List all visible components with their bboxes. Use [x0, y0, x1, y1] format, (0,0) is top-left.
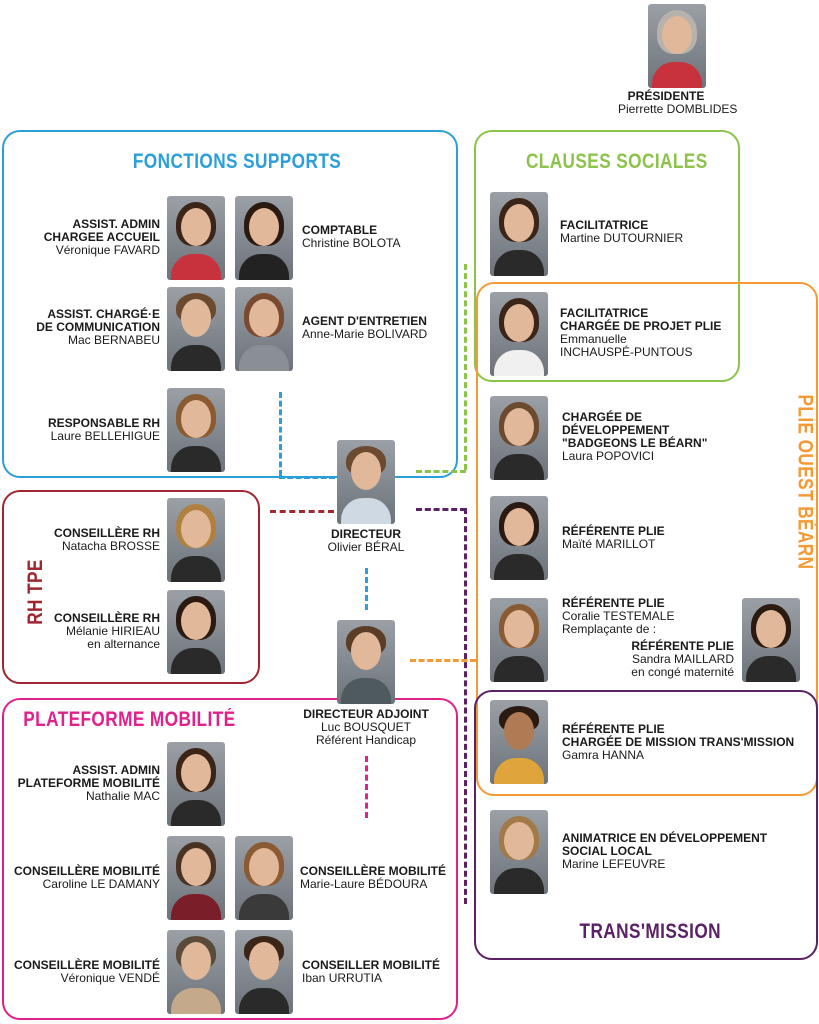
bernabeu-photo — [167, 287, 225, 371]
testemale-label: RÉFÉRENTE PLIE Coralie TESTEMALE Remplaç… — [562, 596, 675, 636]
connector-supports-h — [279, 476, 335, 479]
plateforme-mobilite-box — [2, 698, 458, 1020]
mac-label: ASSIST. ADMIN PLATEFORME MOBILITÉ Nathal… — [17, 763, 160, 803]
bolivard-label: AGENT D'ENTRETIEN Anne-Marie BOLIVARD — [302, 314, 428, 341]
connector-clauses-v — [464, 264, 467, 470]
connector-supports — [279, 392, 282, 476]
maillard-label: RÉFÉRENTE PLIE Sandra MAILLARD en congé … — [631, 639, 734, 679]
maillard-photo — [742, 598, 800, 682]
transmission-title: TRANS'MISSION — [579, 920, 721, 943]
favard-label: ASSIST. ADMIN CHARGEE ACCUEIL Véronique … — [43, 217, 160, 257]
popovici-photo — [490, 396, 548, 480]
plie-box — [476, 282, 818, 796]
bolota-photo — [235, 196, 293, 280]
president-label: PRÉSIDENTE Pierrette DOMBLIDES — [618, 89, 738, 116]
plie-title: PLIE OUEST BÉARN — [793, 394, 817, 570]
clauses-sociales-title: CLAUSES SOCIALES — [525, 150, 708, 173]
inchauspe-photo — [490, 292, 548, 376]
connector-rh — [270, 510, 334, 513]
connector-director-adjoint — [365, 568, 368, 610]
transmission-box — [474, 690, 818, 960]
ledamany-photo — [167, 836, 225, 920]
ledamany-label: CONSEILLÈRE MOBILITÉ Caroline LE DAMANY — [13, 864, 160, 891]
directeur-adjoint-photo — [337, 620, 395, 704]
connector-plie — [410, 659, 476, 662]
directeur-adjoint-label: DIRECTEUR ADJOINT Luc BOUSQUET Référent … — [303, 707, 429, 747]
favard-photo — [167, 196, 225, 280]
clauses-sociales-box — [474, 130, 740, 382]
connector-mobilite — [365, 756, 368, 818]
president-photo — [648, 4, 706, 88]
bellehigue-photo — [167, 388, 225, 472]
hirieau-label: CONSEILLÈRE RH Mélanie HIRIEAU en altern… — [53, 611, 160, 651]
urrutia-label: CONSEILLER MOBILITÉ Iban URRUTIA — [302, 958, 440, 985]
mac-photo — [167, 742, 225, 826]
dutournier-label: FACILITATRICE Martine DUTOURNIER — [560, 218, 684, 245]
vende-photo — [167, 930, 225, 1014]
bernabeu-label: ASSIST. CHARGÉ·E DE COMMUNICATION Mac BE… — [36, 307, 160, 347]
connector-clauses-h — [416, 470, 466, 473]
rh-tpe-box — [2, 490, 260, 684]
connector-transmission-h — [416, 508, 466, 511]
bellehigue-label: RESPONSABLE RH Laure BELLEHIGUE — [47, 416, 160, 443]
bolota-label: COMPTABLE Christine BOLOTA — [302, 223, 401, 250]
hirieau-photo — [167, 590, 225, 674]
urrutia-photo — [235, 930, 293, 1014]
directeur-label: DIRECTEUR Olivier BÉRAL — [327, 527, 405, 554]
lefeuvre-label: ANIMATRICE EN DÉVELOPPEMENT SOCIAL LOCAL… — [562, 831, 768, 871]
lefeuvre-photo — [490, 810, 548, 894]
fonctions-supports-box — [2, 130, 458, 478]
marillot-photo — [490, 496, 548, 580]
hanna-photo — [490, 700, 548, 784]
popovici-label: CHARGÉE DE DÉVELOPPEMENT "BADGEONS LE BÉ… — [562, 410, 708, 463]
bolivard-photo — [235, 287, 293, 371]
hanna-label: RÉFÉRENTE PLIE CHARGÉE DE MISSION TRANS'… — [562, 722, 795, 762]
directeur-photo — [337, 440, 395, 524]
plateforme-mobilite-title: PLATEFORME MOBILITÉ — [23, 708, 236, 731]
testemale-photo — [490, 598, 548, 682]
brosse-label: CONSEILLÈRE RH Natacha BROSSE — [53, 526, 160, 553]
bedoura-label: CONSEILLÈRE MOBILITÉ Marie-Laure BÉDOURA — [300, 864, 447, 891]
fonctions-supports-title: FONCTIONS SUPPORTS — [132, 150, 342, 173]
brosse-photo — [167, 498, 225, 582]
inchauspe-label: FACILITATRICE CHARGÉE DE PROJET PLIE Emm… — [560, 306, 722, 359]
bedoura-photo — [235, 836, 293, 920]
marillot-label: RÉFÉRENTE PLIE Maïté MARILLOT — [562, 524, 665, 551]
connector-transmission-v — [464, 508, 467, 904]
dutournier-photo — [490, 192, 548, 276]
vende-label: CONSEILLÈRE MOBILITÉ Véronique VENDÉ — [13, 958, 160, 985]
